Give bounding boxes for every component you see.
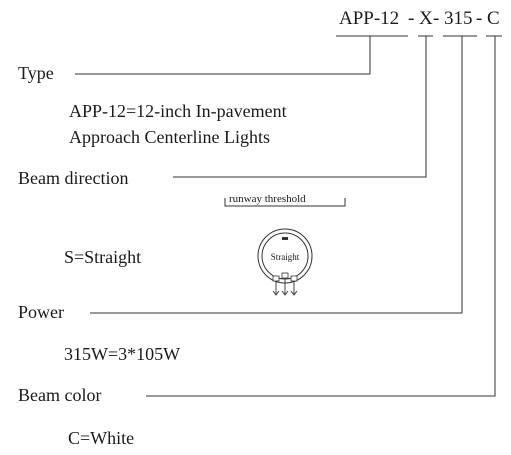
fixture-top-marker [282, 237, 288, 240]
fixture-straight-label: Straight [271, 252, 300, 262]
power-label: Power [18, 302, 64, 322]
code-separator-3: - [476, 8, 483, 29]
leader-beam-color [146, 36, 496, 397]
beam-arrowhead-left [272, 290, 280, 296]
runway-threshold-label: runway threshold [229, 193, 306, 205]
lamp-box-left [272, 275, 280, 282]
code-part-direction: X [419, 8, 433, 29]
power-description: 315W=3*105W [64, 344, 181, 364]
leader-type [75, 36, 371, 75]
beam-arrowhead-right [290, 290, 298, 296]
code-part-power: 315 [444, 8, 473, 29]
code-separator-2: - [433, 8, 440, 29]
lamp-box-right [290, 275, 298, 282]
code-separator-1: - [408, 8, 415, 29]
beam-arrowhead-center [281, 290, 289, 296]
type-description-line1: APP-12=12-inch In-pavement [69, 101, 287, 121]
leader-beam-direction [173, 36, 427, 178]
threshold-bracket [224, 198, 346, 207]
code-part-series: APP-12 [339, 8, 400, 29]
beam-direction-label: Beam direction [18, 168, 129, 188]
leader-power [90, 36, 463, 314]
beam-color-label: Beam color [18, 385, 102, 405]
type-description-line2: Approach Centerline Lights [69, 127, 270, 147]
type-label: Type [18, 63, 54, 83]
straight-option: S=Straight [64, 247, 142, 267]
color-description: C=White [68, 428, 135, 448]
code-part-color: C [487, 8, 500, 29]
lamp-box-center [281, 272, 289, 279]
